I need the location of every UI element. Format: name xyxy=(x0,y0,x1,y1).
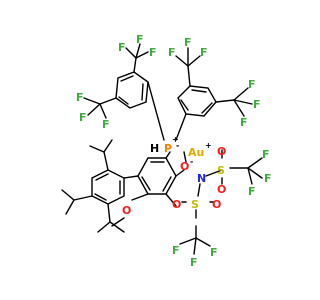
fluorine-label: F xyxy=(149,46,157,59)
fluorine-label: F xyxy=(118,41,126,54)
structure-drawing: F F F F F F F F F F F F F F F F F F H P … xyxy=(61,33,272,269)
fluorine-label: F xyxy=(190,256,198,269)
fluorine-label: F xyxy=(76,91,84,104)
fluorine-label: F xyxy=(264,172,272,185)
gold-charge: + xyxy=(205,141,212,150)
fluorine-label: F xyxy=(262,148,270,161)
oxygen-label: O xyxy=(217,145,226,158)
oxygen-label: O xyxy=(122,204,131,217)
nitrogen-label: N xyxy=(197,172,206,185)
aryl-ring-upper-left xyxy=(83,43,165,141)
fluorine-label: F xyxy=(136,33,144,46)
hydrogen-label: H xyxy=(150,142,159,155)
fluorine-label: F xyxy=(184,36,192,49)
fluorine-label: F xyxy=(248,185,256,198)
fluorine-label: F xyxy=(240,116,248,129)
oxygen-label: O xyxy=(212,198,221,211)
fluorine-label: F xyxy=(253,98,261,111)
oxygen-label: O xyxy=(180,160,189,173)
fluorine-label: F xyxy=(200,46,208,59)
triisopropylphenyl-ring xyxy=(61,139,139,233)
sulfur-label: S xyxy=(191,198,199,211)
fluorine-label: F xyxy=(210,246,218,259)
fluorine-label: F xyxy=(102,118,110,131)
molecule-canvas: F F F F F F F F F F F F F F F F F F H P … xyxy=(61,33,272,269)
fluorine-label: F xyxy=(79,111,87,124)
oxygen-label: O xyxy=(217,183,226,196)
oxygen-label: O xyxy=(172,198,181,211)
sulfur-label: S xyxy=(217,164,225,177)
gold-label: Au xyxy=(188,146,204,159)
aryl-ring-upper-right xyxy=(175,47,253,141)
oxygen-charge-minus: - xyxy=(190,157,193,166)
fluorine-label: F xyxy=(168,46,176,59)
fluorine-label: F xyxy=(172,244,180,257)
atom-labels: F F F F F F F F F F F F F F F F F F H P … xyxy=(76,33,272,269)
triflimide-group xyxy=(179,149,263,255)
phosphonium-charge: + xyxy=(172,135,179,144)
fluorine-label: F xyxy=(248,78,256,91)
phosphorus-charge-minus: - xyxy=(176,141,179,150)
phosphorus-label: P xyxy=(164,142,172,155)
